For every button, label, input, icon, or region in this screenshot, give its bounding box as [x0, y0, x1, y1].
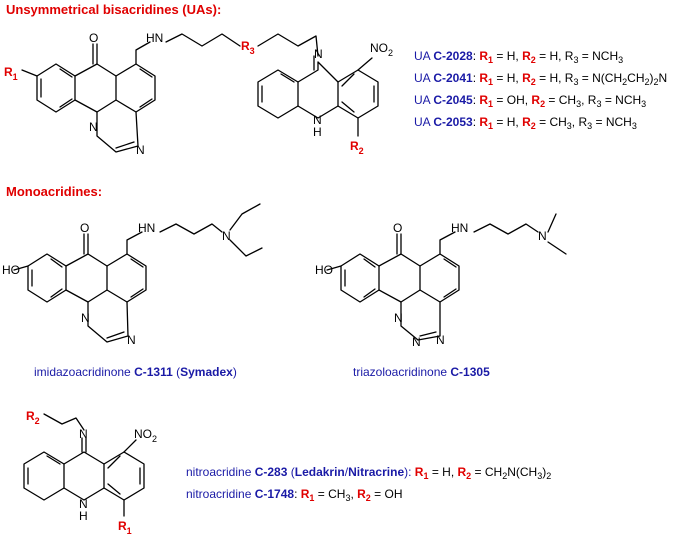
ua-right-left-ring-double	[261, 73, 295, 103]
ua-structure	[21, 33, 379, 153]
c1305-left-ring-double	[344, 258, 376, 298]
ua-list-item-c2041: UA C-2041: R1 = H, R2 = H, R3 = N(CH2CH2…	[414, 71, 667, 87]
c1311-ethyl-groups	[229, 203, 263, 257]
nitroacridine-nh-n-label: N	[79, 497, 88, 511]
ua-n1-label: N	[89, 120, 98, 134]
nitroacridine-structure	[23, 413, 145, 517]
ua-right-right-ring	[337, 69, 379, 119]
c1311-chain	[159, 223, 223, 235]
c1305-chain	[473, 223, 539, 235]
c1305-oxygen-label: O	[393, 221, 402, 235]
c1305-caption: triazoloacridinone C-1305	[353, 365, 490, 379]
c1311-structure	[13, 203, 263, 343]
ua-compound-list: UA C-2028: R1 = H, R2 = H, R3 = NCH3 UA …	[414, 49, 667, 131]
c1305-carbonyl	[396, 233, 402, 255]
ua-right-left-ring	[257, 69, 299, 119]
ua-nh-n-label: N	[313, 113, 322, 127]
nitroacridine-left-ring	[23, 451, 65, 501]
c1311-left-ring	[27, 253, 67, 303]
nitroacridine-right-ring-double	[107, 455, 141, 495]
c1311-n2-label: N	[127, 333, 136, 347]
heading-unsymmetrical-bisacridines: Unsymmetrical bisacridines (UAs):	[6, 2, 221, 17]
c1305-methyl-groups	[547, 213, 567, 255]
c1311-carbonyl	[83, 233, 89, 255]
ua-n2-label: N	[136, 143, 145, 157]
c1311-oxygen-label: O	[80, 221, 89, 235]
ua-r2-label: R2	[350, 139, 364, 156]
c1305-n1-label: N	[394, 311, 403, 325]
c1305-triazole	[400, 301, 441, 341]
ua-right-right-ring-double	[341, 73, 375, 113]
c283-caption: nitroacridine C-283 (Ledakrin/Nitracrine…	[186, 465, 551, 481]
c1305-right-ring-double	[443, 258, 457, 298]
c1311-caption: imidazoacridinone C-1311 (Symadex)	[34, 365, 237, 379]
c1311-oh-bond	[13, 265, 29, 271]
nitroacridine-r1-label: R1	[118, 519, 132, 536]
ua-left-carbonyl	[92, 43, 98, 65]
c1311-central-ring	[65, 253, 108, 303]
c1311-right-ring-double	[130, 258, 144, 298]
c1305-n3-label: N	[436, 333, 445, 347]
c1305-right-ring	[419, 253, 460, 303]
ua-left-benzene-double-bonds	[40, 68, 73, 108]
c1311-hn-label: HN	[138, 221, 155, 235]
c1311-n1-label: N	[81, 311, 90, 325]
c1305-triazole-double	[419, 331, 437, 337]
c1311-right-ring	[106, 253, 147, 303]
ua-list-item-c2028: UA C-2028: R1 = H, R2 = H, R3 = NCH3	[414, 49, 623, 65]
heading-monoacridines: Monoacridines:	[6, 184, 102, 199]
ua-list-item-c2053: UA C-2053: R1 = H, R2 = CH3, R3 = NCH3	[414, 115, 637, 131]
c1305-left-ring	[340, 253, 380, 303]
ua-oxygen-label: O	[89, 31, 98, 45]
nitroacridine-left-ring-double	[27, 455, 61, 485]
c1305-ho-label: HO	[315, 263, 333, 277]
ua-left-right-ring-double	[139, 68, 153, 108]
c1311-ho-label: HO	[2, 263, 20, 277]
c1305-oh-bond	[326, 265, 342, 271]
nitroacridine-central-ring	[63, 451, 105, 501]
ua-right-central-ring	[297, 61, 339, 119]
c1305-n2-label: N	[412, 335, 421, 349]
ua-no2-label: NO2	[370, 41, 393, 58]
c1305-amine-n-label: N	[538, 229, 547, 243]
c1311-left-ring-double	[31, 258, 63, 298]
c1305-central-ring	[378, 253, 421, 303]
nitroacridine-nh-h-label: H	[79, 509, 88, 523]
nitroacridine-imine-double	[81, 437, 87, 453]
nitroacridine-no2-bond	[123, 439, 137, 453]
c1305-structure	[326, 213, 567, 341]
nitroacridine-r2-label: R2	[26, 409, 40, 426]
c1305-nh-bond	[439, 231, 456, 255]
c1311-nh-bond	[126, 231, 143, 255]
ua-no2-bond	[357, 57, 373, 71]
ua-hn-label: HN	[146, 31, 163, 45]
c1311-imidazole	[87, 301, 129, 343]
nitroacridine-side-chain	[43, 413, 85, 431]
ua-r1-label: R1	[4, 65, 18, 82]
c1305-hn-label: HN	[451, 221, 468, 235]
ua-r3-label: R3	[241, 39, 255, 56]
nitroacridine-no2-label: NO2	[134, 427, 157, 444]
ua-nh-h-label: H	[313, 125, 322, 139]
ua-list-item-c2045: UA C-2045: R1 = OH, R2 = CH3, R3 = NCH3	[414, 93, 646, 109]
ua-nh-bond	[135, 41, 151, 65]
c1748-caption: nitroacridine C-1748: R1 = CH3, R2 = OH	[186, 487, 403, 503]
ua-left-central-ring	[74, 63, 117, 113]
ua-left-imidazole-double	[115, 141, 135, 149]
ua-left-right-ring	[115, 63, 156, 113]
ua-linker-chain	[165, 33, 319, 57]
nitroacridine-right-ring	[103, 451, 145, 501]
ua-left-benzene-ring	[36, 63, 76, 113]
c1311-amine-n-label: N	[222, 229, 231, 243]
c1311-imidazole-double	[106, 331, 125, 339]
nitroacridine-imine-n-label: N	[79, 427, 88, 441]
ua-left-imidazole	[96, 111, 139, 153]
ua-imine-n-label: N	[314, 47, 323, 61]
ua-r1-bond	[21, 69, 38, 77]
